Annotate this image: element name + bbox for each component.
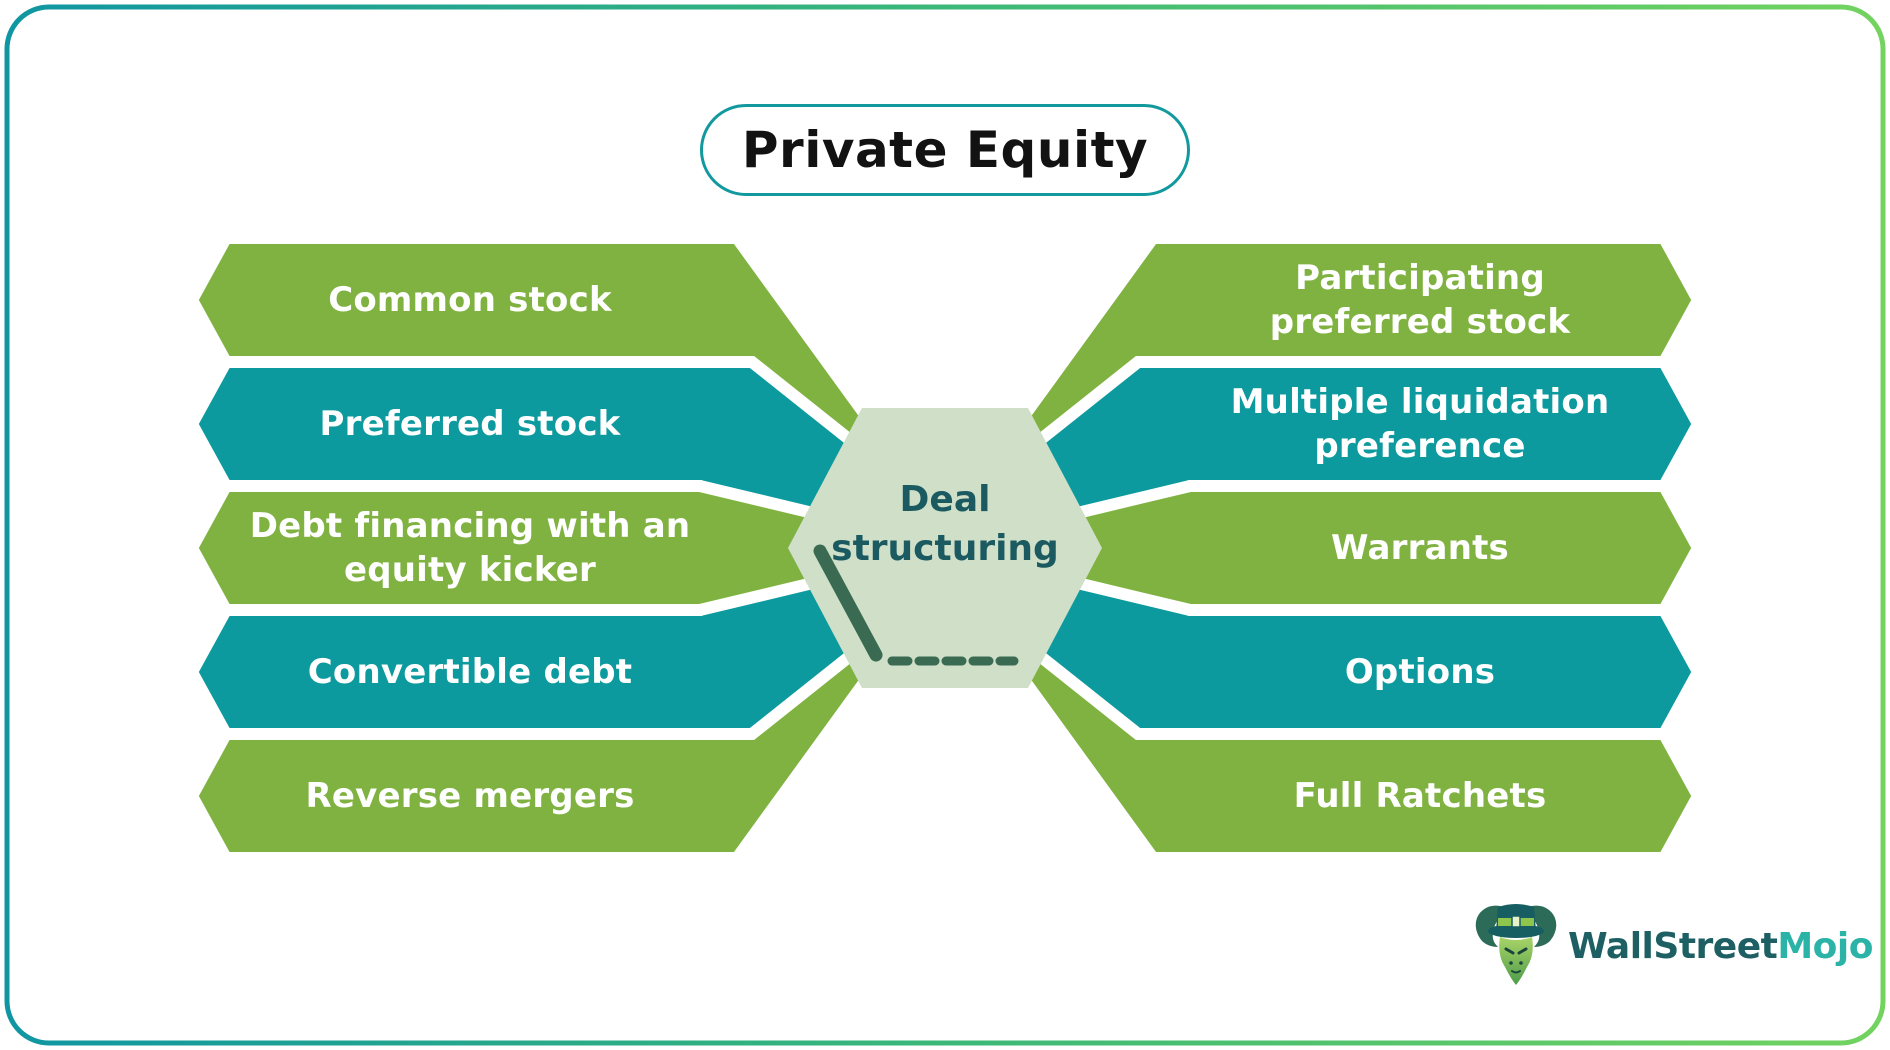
card-frame <box>4 4 1886 1046</box>
banner-label-convertible-debt: Convertible debt <box>307 651 633 692</box>
banner-label-debt-financing: Debt financing with an equity kicker <box>249 505 691 590</box>
logo-text-mojo: Mojo <box>1777 925 1873 967</box>
accent-stroke <box>813 544 883 662</box>
deal-structuring-label: Deal structuring <box>831 479 1059 569</box>
banner-label-preferred-stock: Preferred stock <box>319 403 621 444</box>
bull-hat <box>1488 904 1544 938</box>
banner-label-common-stock: Common stock <box>328 279 612 320</box>
wallstreetmojo-logo-text: WallStreetMojo <box>1568 926 1873 967</box>
banner-label-multiple-liquidation-preference: Multiple liquidation preference <box>1230 381 1610 466</box>
deal-structuring-hexagon <box>788 408 1102 688</box>
banner-label-full-ratchets: Full Ratchets <box>1293 775 1547 816</box>
logo-text-wallstreet: WallStreet <box>1568 925 1778 967</box>
wallstreetmojo-logo: WallStreetMojo <box>1472 896 1873 996</box>
wallstreetmojo-logo-icon <box>1475 904 1557 985</box>
banner-label-reverse-mergers: Reverse mergers <box>305 775 635 816</box>
banner-label-participating-preferred-stock: Participating preferred stock <box>1269 257 1571 342</box>
banner-label-options: Options <box>1344 651 1496 692</box>
banner-label-warrants: Warrants <box>1330 527 1509 568</box>
title-pill: Private Equity <box>700 104 1190 196</box>
page-title: Private Equity <box>741 121 1149 179</box>
bull-face <box>1499 937 1533 985</box>
